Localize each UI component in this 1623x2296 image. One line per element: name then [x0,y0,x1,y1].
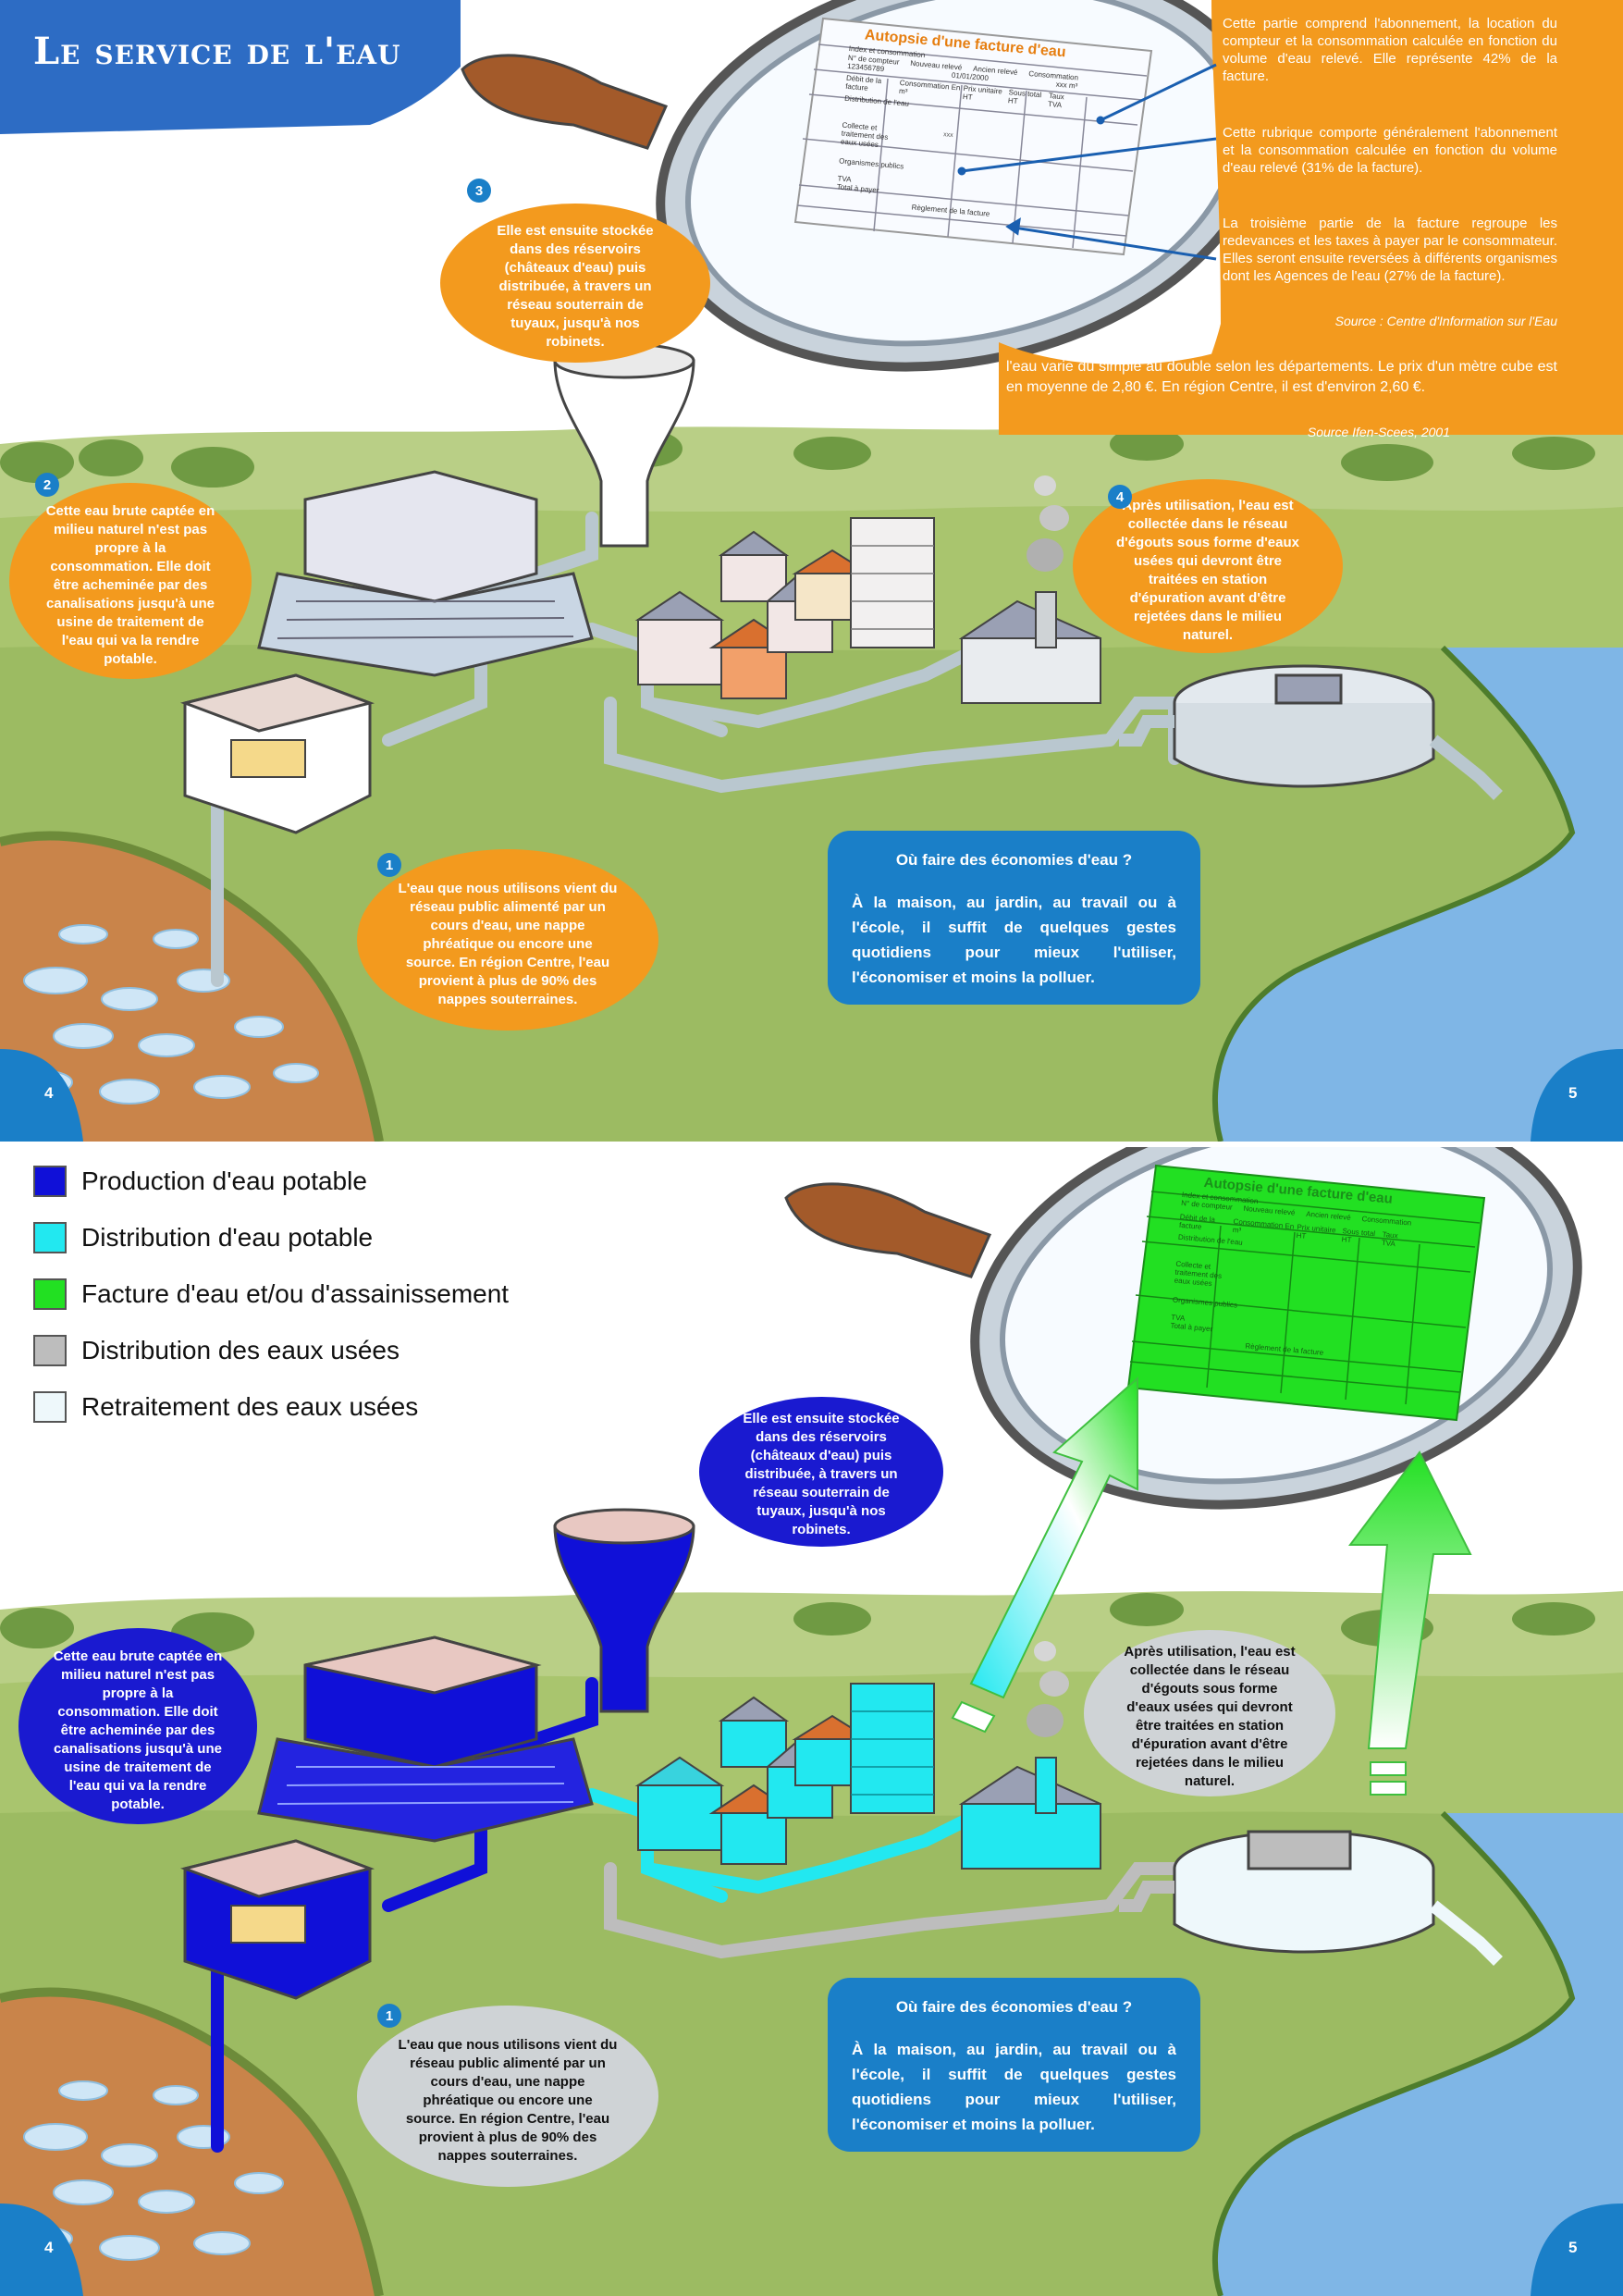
top-landscape [0,0,1623,1142]
treatment-plant [257,470,594,677]
bill-col-tva: Taux TVA [1047,91,1065,110]
page-number-left: 4 [44,1084,54,1102]
bottom-step-1-number: 1 [377,2004,401,2028]
bill-info-p4: l'eau varie du simple au double selon le… [1006,359,1557,395]
bill-info-p2: Cette rubrique comporte généralement l'a… [1223,125,1557,176]
bill-debit: Débit de la facture [844,73,882,93]
page-number-right: 5 [1568,1084,1578,1102]
bottom-savings-body: À la maison, au jardin, au travail ou à … [852,2041,1176,2133]
step-1-number: 1 [377,853,401,877]
legend-swatch-distribution [33,1222,67,1253]
bubble-wastewater-grey: Après utilisation, l'eau est collectée d… [1084,1630,1335,1796]
legend-item-distribution: Distribution d'eau potable [33,1222,373,1253]
legend-swatch-wastewater-treatment [33,1391,67,1423]
legend-item-production: Production d'eau potable [33,1166,367,1197]
legend-swatch-wastewater-distribution [33,1335,67,1366]
factory [958,475,1101,704]
bottom-page-number-right: 5 [1568,2239,1578,2256]
legend-item-bill: Facture d'eau et/ou d'assainissement [33,1278,509,1310]
arrow-to-bill-right [1348,1450,1472,1796]
arrow-to-bill-left [951,1376,1138,1734]
bubble-step-1: L'eau que nous utilisons vient du réseau… [357,849,658,1031]
bill-doc-text: Autopsie d'une facture d'eau Index et co… [835,26,1081,225]
bottom-illustration: Production d'eau potable Distribution d'… [0,1147,1623,2296]
bill-col-conso: Consommation En m³ [898,78,961,96]
bill-document [793,17,1153,256]
page-title: Le service de l'eau [33,30,401,73]
bill-info-source1: Source : Centre d'Information sur l'Eau [1334,314,1557,328]
savings-info-box: Où faire des économies d'eau ? À la mais… [828,831,1200,1005]
bill-info-p1: Cette partie comprend l'abonnement, la l… [1223,16,1557,84]
bubble-step-3: Elle est ensuite stockée dans des réserv… [440,204,710,363]
savings-body: À la maison, au jardin, au travail ou à … [852,894,1176,986]
header-banner [0,0,461,134]
top-illustration: Le service de l'eau Autopsie d'une factu… [0,0,1623,1142]
bill-col-st: Sous total HT [1007,88,1042,106]
bill-row-collecte: Collecte et traitement des eaux usées [840,120,889,150]
bill-col-pu: Prix unitaire HT [962,83,1003,102]
bubble-source-grey: L'eau que nous utilisons vient du réseau… [357,2006,658,2187]
bill-m3: xxx m³ [1055,80,1078,91]
bottom-savings-title: Où faire des économies d'eau ? [895,1998,1133,2016]
bill-info-source2: Source Ifen-Scees, 2001 [1307,425,1450,439]
savings-title: Où faire des économies d'eau ? [895,851,1133,869]
bubble-raw-water-blue: Cette eau brute captée en milieu naturel… [18,1628,257,1824]
bill-info-panel [1184,0,1623,435]
bubble-storage-blue: Elle est ensuite stockée dans des réserv… [699,1397,943,1547]
wastewater-station [1119,664,1503,800]
bill-info-p3: La troisième partie de la facture regrou… [1223,216,1557,284]
legend-swatch-production [33,1166,67,1197]
legend-item-wastewater-treatment: Retraitement des eaux usées [33,1391,418,1423]
step-3-number: 3 [467,179,491,203]
green-bill [1126,1164,1486,1422]
bill-cell: xxx [942,131,953,140]
green-bill-text: Autopsie d'une facture d'eau Index et co… [1169,1173,1414,1364]
step-4-number: 4 [1108,485,1132,509]
step-2-number: 2 [35,473,59,497]
legend-item-wastewater-distribution: Distribution des eaux usées [33,1335,400,1366]
village [634,517,935,699]
bottom-savings-info-box: Où faire des économies d'eau ? À la mais… [828,1978,1200,2152]
legend-swatch-bill [33,1278,67,1310]
pumping-station [179,673,375,834]
bottom-page-number-left: 4 [44,2239,54,2256]
bubble-step-2: Cette eau brute captée en milieu naturel… [9,483,252,679]
